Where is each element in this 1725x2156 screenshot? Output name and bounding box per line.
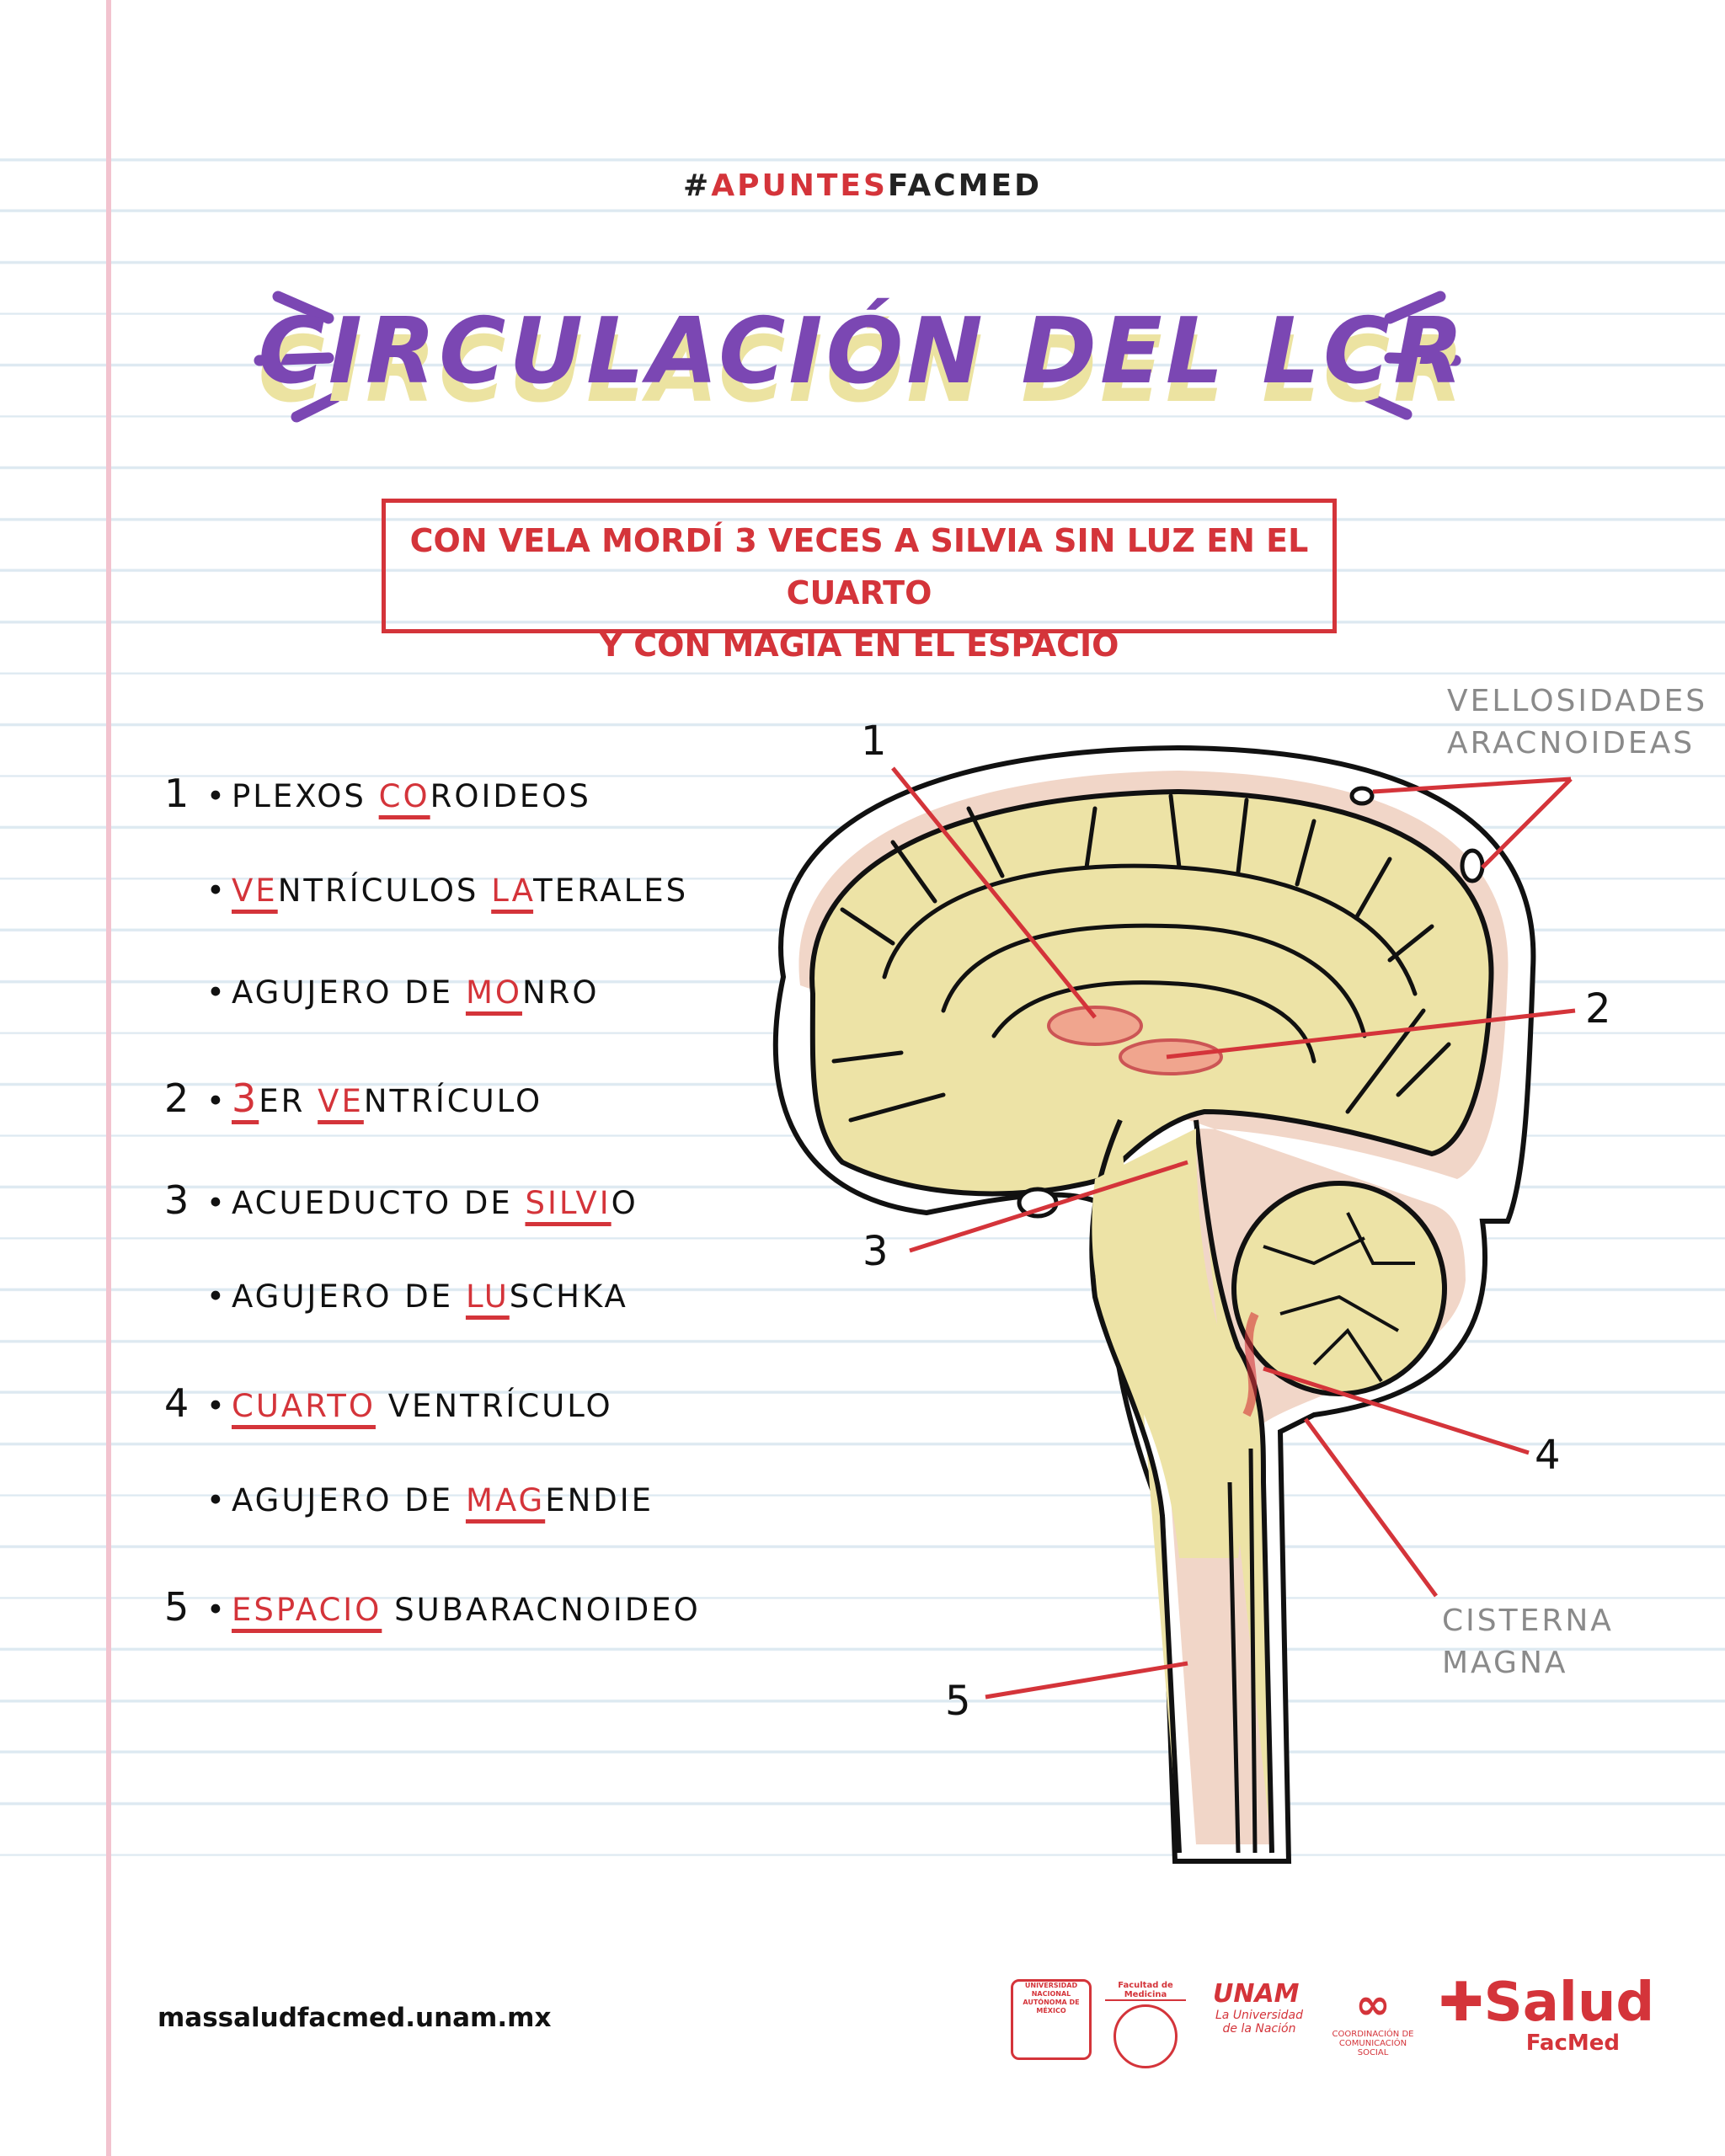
top-blank	[0, 0, 1725, 152]
text: AGUJERO DE	[232, 1482, 466, 1518]
coordinacion-logo: ∞COORDINACIÓN DE COMUNICACIÓN SOCIAL	[1327, 1979, 1419, 2057]
list-item: 5 •ESPACIO SUBARACNOIDEO	[164, 1584, 701, 1630]
text: NTRÍCULO	[363, 1083, 543, 1119]
logo-text: Facultad de Medicina	[1105, 1981, 1186, 2001]
text: TERALES	[533, 873, 689, 909]
step-number: 2	[164, 1075, 192, 1121]
step-number: 4	[164, 1380, 192, 1426]
bullet: •	[206, 1388, 227, 1424]
knot-icon: ∞	[1355, 1980, 1391, 2029]
list-item: 1 •PLEXOS COROIDEOS	[164, 771, 591, 816]
diagram-label-3: 3	[862, 1228, 889, 1275]
facmed-logo: Facultad de Medicina	[1105, 1981, 1186, 2072]
diagram-label-1: 1	[861, 718, 887, 765]
hashtag-black: FACMED	[887, 168, 1042, 203]
step-number: 5	[164, 1584, 192, 1630]
list-item: 3 •ACUEDUCTO DE SILVIO	[164, 1177, 638, 1223]
cross-icon: ✚	[1439, 1972, 1484, 2034]
diagram-label-2: 2	[1585, 985, 1611, 1033]
page-title: CIRCULACIÓN DEL LCR	[258, 299, 1467, 404]
bullet: •	[206, 1278, 227, 1315]
highlight: SILVI	[525, 1185, 611, 1221]
bullet: •	[206, 778, 227, 814]
cerebrum	[809, 788, 1494, 1197]
text: ENDIE	[545, 1482, 654, 1518]
mnemonic-box: CON VELA MORDÍ 3 VECES A SILVIA SIN LUZ …	[382, 499, 1337, 664]
mnemonic-line-1: CON VELA MORDÍ 3 VECES A SILVIA SIN LUZ …	[409, 522, 1309, 611]
bullet: •	[206, 1185, 227, 1221]
highlight: MAG	[465, 1482, 546, 1518]
bullet: •	[206, 1482, 227, 1518]
list-item: •VENTRÍCULOS LATERALES	[164, 873, 688, 909]
website-link[interactable]: massaludfacmed.unam.mx	[158, 2003, 552, 2033]
list-item: •AGUJERO DE MAGENDIE	[164, 1482, 654, 1518]
text: ROIDEOS	[430, 778, 591, 814]
hashtag-red: APUNTES	[711, 168, 888, 203]
text: VENTRÍCULO	[375, 1388, 613, 1424]
text: ACUEDUCTO DE	[232, 1185, 526, 1221]
highlight: MO	[465, 974, 522, 1011]
highlight: 3	[232, 1075, 259, 1121]
text: SCHKA	[509, 1278, 628, 1315]
hash: #	[683, 168, 712, 203]
choroid-plexus	[1047, 1006, 1143, 1046]
cisterna-label: CISTERNA MAGNA	[1442, 1600, 1614, 1684]
label-line: CISTERNA	[1442, 1604, 1614, 1638]
facmed-seal-icon	[1114, 2004, 1178, 2068]
logo-text: Salud	[1483, 1972, 1655, 2034]
highlight: LU	[465, 1278, 510, 1315]
list-item: •AGUJERO DE LUSCHKA	[164, 1278, 628, 1315]
bullet: •	[206, 873, 227, 909]
logo-text: COORDINACIÓN DE COMUNICACIÓN SOCIAL	[1332, 2030, 1414, 2057]
label-line: ARACNOIDEAS	[1447, 726, 1696, 760]
label-line: VELLOSIDADES	[1447, 684, 1708, 718]
hashtag: #APUNTESFACMED	[0, 168, 1725, 203]
list-item: •AGUJERO DE MONRO	[164, 974, 600, 1011]
logo-text: La Universidad de la Nación	[1215, 2009, 1304, 2036]
text: NRO	[521, 974, 600, 1011]
bullet: •	[206, 974, 227, 1011]
text: O	[611, 1185, 638, 1221]
fourth-ventricle	[1242, 1311, 1259, 1417]
logo-text: UNAM	[1213, 1979, 1300, 2009]
bullet: •	[206, 1083, 227, 1119]
step-number: 1	[164, 771, 192, 816]
bullet: •	[206, 1592, 227, 1628]
list-item: 2 •3ER VENTRÍCULO	[164, 1075, 542, 1121]
highlight: VE	[318, 1083, 364, 1119]
text: AGUJERO DE	[232, 1278, 466, 1315]
text: SUBARACNOIDEO	[382, 1592, 701, 1628]
vellosidades-label: VELLOSIDADES ARACNOIDEAS	[1447, 680, 1707, 765]
highlight: CO	[378, 778, 430, 814]
diagram-label-5: 5	[945, 1678, 971, 1725]
mnemonic-line-2: Y CON MAGIA EN EL ESPACIO	[599, 627, 1119, 664]
cerebellum	[1231, 1181, 1447, 1396]
text: ER	[259, 1083, 318, 1119]
label-line: MAGNA	[1442, 1646, 1568, 1680]
diagram-label-4: 4	[1535, 1432, 1561, 1479]
margin-line	[106, 0, 111, 2156]
bottom-blank	[0, 1886, 1725, 2156]
highlight: LA	[491, 873, 534, 909]
text: NTRÍCULOS	[277, 873, 492, 909]
highlight: ESPACIO	[232, 1592, 382, 1628]
text: PLEXOS	[232, 778, 379, 814]
highlight: VE	[232, 873, 278, 909]
logo-text: UNIVERSIDAD NACIONAL AUTÓNOMA DE MÉXICO	[1023, 1982, 1080, 2015]
list-item: 4 •CUARTO VENTRÍCULO	[164, 1380, 613, 1426]
text: AGUJERO DE	[232, 974, 466, 1011]
logo-text: FacMed	[1525, 2031, 1620, 2056]
unam-seal-logo: UNIVERSIDAD NACIONAL AUTÓNOMA DE MÉXICO	[1011, 1979, 1092, 2060]
highlight: CUARTO	[232, 1388, 376, 1424]
step-number: 3	[164, 1177, 192, 1223]
